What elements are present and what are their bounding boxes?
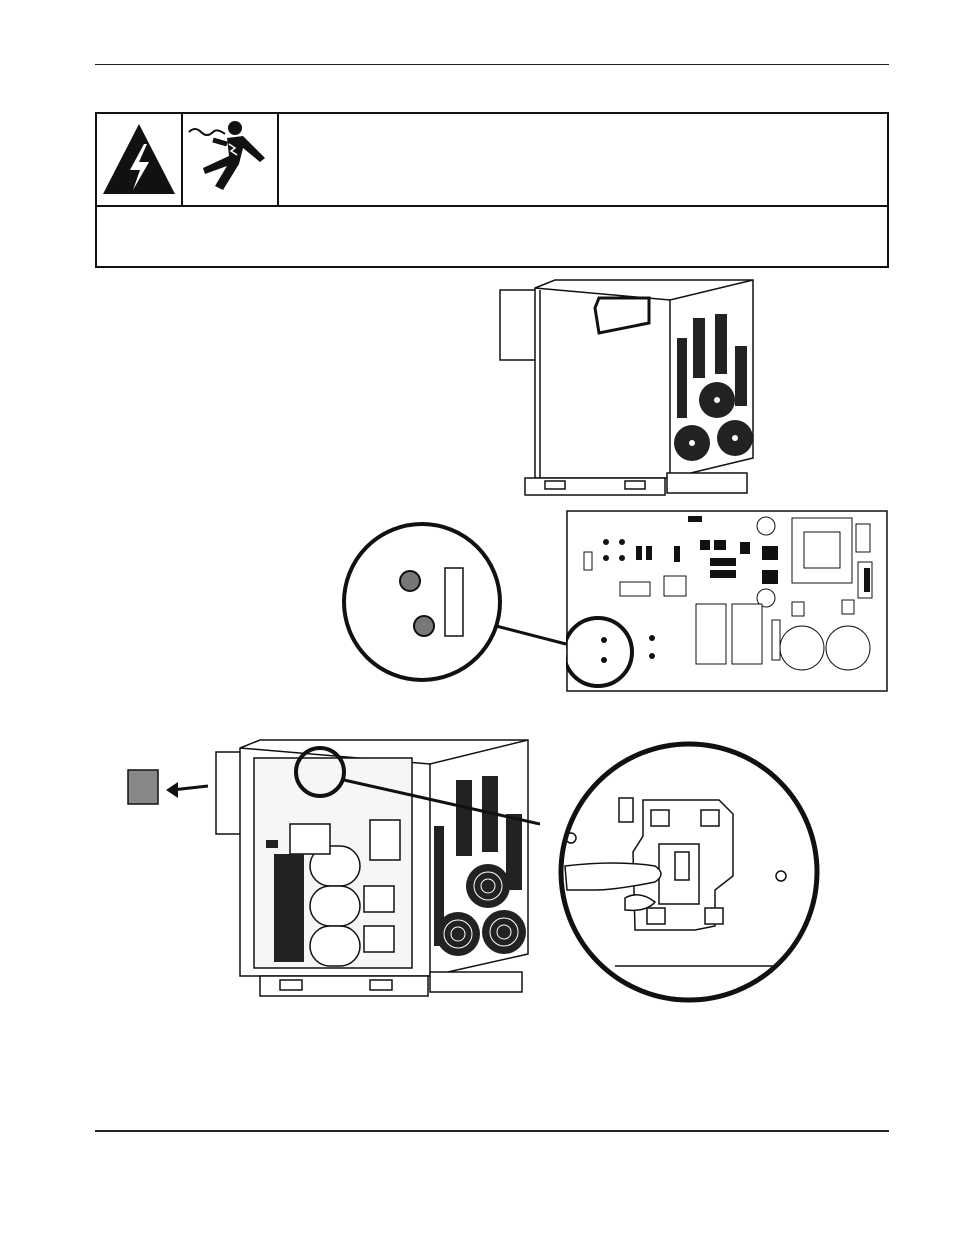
contactor-detail-magnified-circle [558, 741, 820, 1003]
warning-header-row [97, 114, 887, 207]
electrocution-hazard-icon [183, 114, 279, 205]
control-board-illustration [566, 510, 888, 692]
header-rule [95, 64, 889, 65]
electric-shock-warning-icon [97, 114, 183, 205]
footer-rule [95, 1130, 889, 1132]
led-detail-magnified-circle [342, 522, 567, 682]
open-cabinet-illustration [127, 739, 540, 997]
warning-box [95, 112, 889, 268]
power-supply-cabinet-illustration [499, 279, 754, 496]
